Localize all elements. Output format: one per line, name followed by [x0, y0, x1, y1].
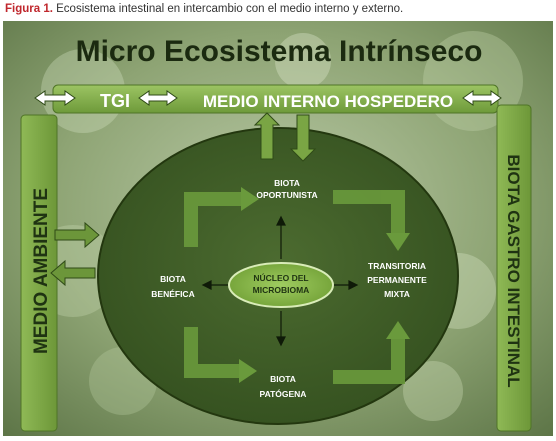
caption-label: Figura 1.: [5, 3, 53, 15]
node-right-line1: TRANSITORIA: [368, 261, 426, 271]
nucleus-label-line1: NÚCLEO DEL: [253, 272, 308, 283]
top-bar-left-label: TGI: [100, 91, 130, 111]
arrow-up-icon: [253, 112, 281, 160]
arrow-down-icon: [289, 114, 317, 162]
arrow-right-icon: [239, 359, 257, 383]
node-left-line1: BIOTA: [160, 274, 186, 284]
nucleus-label-line2: MICROBIOMA: [253, 285, 310, 295]
diagram-svg: Micro Ecosistema Intrínseco TGI MEDIO IN…: [3, 21, 553, 436]
microbiome-nucleus: [228, 262, 334, 308]
nucleus-connectors: [201, 215, 359, 347]
node-top-line1: BIOTA: [274, 178, 300, 188]
caption-text: Ecosistema intestinal en intercambio con…: [56, 3, 404, 15]
node-top-line2: OPORTUNISTA: [256, 190, 317, 200]
arrow-left-icon: [50, 259, 96, 287]
left-exchange-arrows: [50, 221, 100, 287]
top-bar-right-label: MEDIO INTERNO HOSPEDERO: [203, 92, 453, 111]
right-bar: [496, 104, 532, 432]
arrow-right-icon: [54, 221, 100, 249]
flow-arrow-left-to-top: [184, 192, 243, 247]
right-bar-label: BIOTA GASTRO INTESTINAL: [504, 154, 523, 387]
ecosystem-diagram: Micro Ecosistema Intrínseco TGI MEDIO IN…: [3, 21, 553, 436]
flow-arrows: [184, 190, 405, 384]
arrow-right-icon: [241, 187, 259, 211]
arrow-down-icon: [386, 233, 410, 251]
node-bottom-line2: PATÓGENA: [260, 388, 307, 399]
flow-arrow-bottom-to-right: [333, 337, 405, 384]
diagram-title: Micro Ecosistema Intrínseco: [76, 35, 483, 68]
arrow-up-icon: [386, 321, 410, 339]
double-arrow-icon: [462, 90, 502, 106]
figure-caption: Figura 1. Ecosistema intestinal en inter…: [5, 3, 551, 19]
flow-arrow-top-to-right: [333, 190, 405, 235]
node-right-line3: MIXTA: [384, 289, 410, 299]
node-left-line2: BENÉFICA: [151, 289, 194, 299]
left-bar-label: MEDIO AMBIENTE: [31, 188, 52, 354]
node-bottom-line1: BIOTA: [270, 374, 296, 384]
double-arrow-icon: [34, 90, 76, 106]
top-bar-arrows: [34, 90, 502, 106]
flow-arrowheads: [239, 187, 410, 383]
node-right-line2: PERMANENTE: [367, 275, 427, 285]
flow-arrow-left-to-bottom: [184, 327, 241, 378]
vertical-exchange-arrows: [253, 112, 317, 162]
double-arrow-icon: [138, 90, 178, 106]
